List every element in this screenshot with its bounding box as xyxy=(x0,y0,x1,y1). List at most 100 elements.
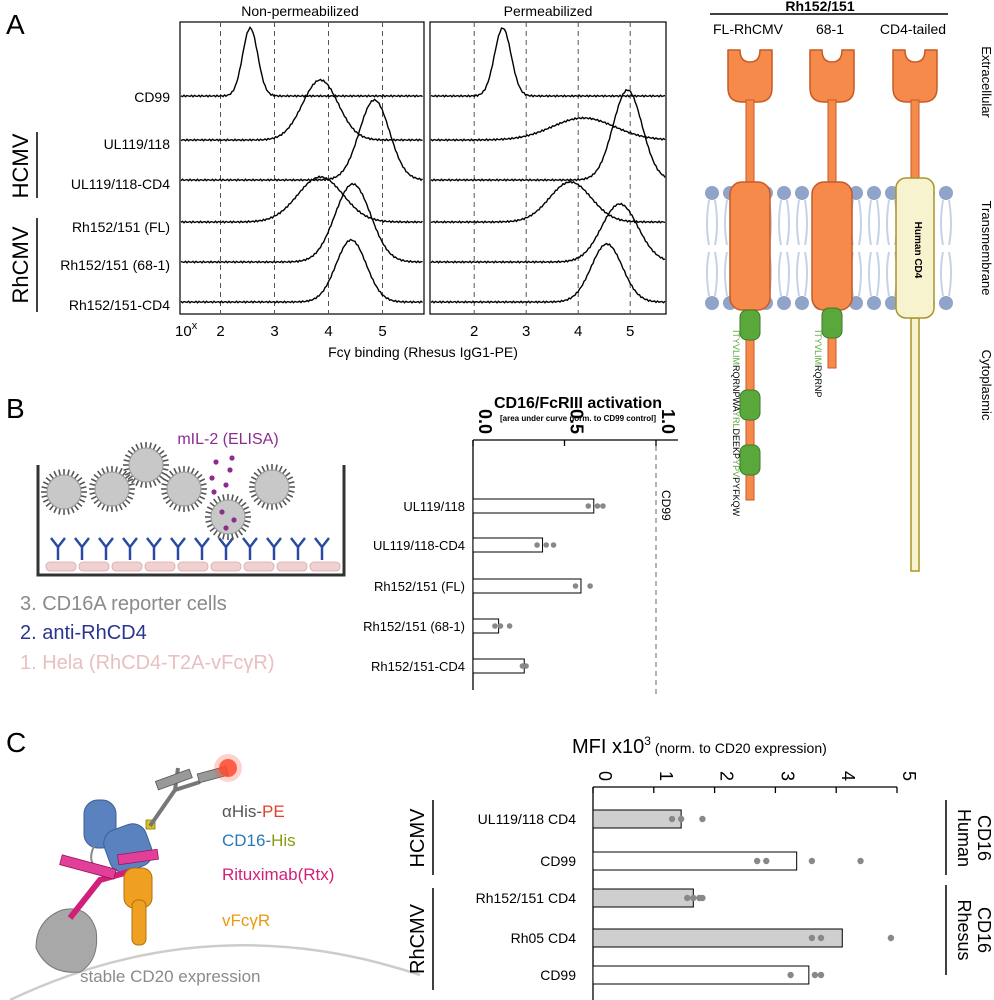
lipid-tail-top xyxy=(868,199,880,246)
chart-b-category: Rh152/151 (68-1) xyxy=(363,619,465,634)
lipid-head-bottom xyxy=(777,296,791,310)
cell-spike xyxy=(76,501,83,507)
cell-spike xyxy=(123,459,130,462)
group-label-hcmv-c: HCMV xyxy=(407,808,429,868)
legend-b-antibody: 2. anti-RhCD4 xyxy=(20,622,147,644)
cell-spike xyxy=(200,483,207,486)
cell-spike xyxy=(118,467,123,475)
x-tick-nonperm-2: 2 xyxy=(216,323,224,340)
chart-c-point xyxy=(887,934,895,942)
cell-spike xyxy=(162,459,169,462)
chart-b-point xyxy=(506,623,513,629)
cell-spike xyxy=(217,495,222,503)
cell-spike xyxy=(190,467,195,475)
cell-spike xyxy=(49,473,55,480)
chart-b-bar xyxy=(472,537,544,553)
chart-c-tick-label-2: 2 xyxy=(717,771,737,781)
cell-spike xyxy=(261,501,266,509)
histogram-curve-n-5 xyxy=(180,238,423,304)
histogram-curve-p-3 xyxy=(430,180,666,224)
motif-box xyxy=(821,307,843,339)
cell-spike xyxy=(284,472,291,478)
row-labels: CD99 UL119/118 UL119/118-CD4 Rh152/151 (… xyxy=(60,89,170,313)
cell-spike xyxy=(266,503,269,510)
rtx-heavy-chain xyxy=(67,867,136,920)
chart-c-point xyxy=(668,815,676,823)
cell-spike xyxy=(169,470,175,477)
chart-c-bar xyxy=(592,851,798,871)
cell-spike xyxy=(49,504,55,511)
cell-spike xyxy=(249,481,256,484)
chart-c-title: MFI x103 (norm. to CD20 expression) xyxy=(572,734,827,758)
chart-c-point xyxy=(753,857,761,865)
legend-c-ahis: αHis-PE xyxy=(222,802,285,821)
cell-spike xyxy=(149,481,152,488)
chart-c-point xyxy=(857,857,864,865)
protein-stalk xyxy=(745,99,755,186)
x-tick-nonperm-4: 4 xyxy=(324,323,332,340)
protein-head xyxy=(727,49,773,103)
chart-b-point xyxy=(492,623,498,629)
antibody-glyph xyxy=(74,537,90,560)
cell-spike xyxy=(131,446,137,453)
cell-spike xyxy=(121,501,127,508)
cell-spike xyxy=(266,464,269,471)
cell-spike xyxy=(257,499,263,506)
cell-spike xyxy=(101,503,106,511)
pe-glow xyxy=(214,754,242,782)
cell-spike xyxy=(178,505,181,512)
panel-label-a: A xyxy=(6,9,25,40)
chart-c-point xyxy=(808,857,816,865)
legend-b-hela: 1. Hela (RhCD4-T2A-vFcγR) xyxy=(20,652,274,674)
cell-spike xyxy=(131,477,137,484)
chart-b-subtitle: [area under curve norm. to CD99 control] xyxy=(500,414,656,423)
cell-spike xyxy=(135,443,140,451)
cell-spike xyxy=(242,506,250,511)
row-label-rh152-cd4: Rh152/151-CD4 xyxy=(69,297,170,313)
chart-c-category: Rh05 CD4 xyxy=(511,930,577,946)
cell-spike xyxy=(244,511,251,514)
histogram-curve-p-4 xyxy=(430,202,666,264)
cell-spike xyxy=(206,523,214,528)
cell-spike xyxy=(73,473,79,480)
il2-dot xyxy=(223,525,229,531)
chart-b-point xyxy=(594,503,601,509)
cell-spike xyxy=(97,501,103,508)
hela-cell xyxy=(210,561,242,572)
chart-b-reference-label: CD99 xyxy=(659,490,673,521)
chart-c-point xyxy=(817,934,825,942)
row-label-cd99: CD99 xyxy=(134,89,170,105)
chart-c-point xyxy=(817,971,825,979)
hela-cell xyxy=(78,561,110,572)
cell-spike xyxy=(278,465,283,473)
il2-dot xyxy=(227,467,233,473)
hela-cell xyxy=(144,561,176,572)
cell-spike xyxy=(237,529,243,536)
cell-spike xyxy=(278,501,283,509)
row-label-ul119: UL119/118 xyxy=(104,136,171,152)
cell-spike xyxy=(42,498,50,503)
chart-c-category: CD99 xyxy=(540,967,576,983)
cell-spike xyxy=(90,495,98,500)
chart-b-title: CD16/FcRIII activation xyxy=(494,395,662,412)
right-group-rhesus-1: Rhesus xyxy=(954,899,974,960)
reporter-cell xyxy=(128,447,164,483)
cell-spike xyxy=(205,511,212,514)
cell-spike xyxy=(198,495,206,500)
cd4-tm xyxy=(895,177,935,319)
cell-spike xyxy=(127,450,134,456)
cell-spike xyxy=(115,466,118,473)
cell-spike xyxy=(161,483,168,486)
protein-schematic: Rh152/151 FL-RhCMV 68-1 CD4-tailed Extra… xyxy=(705,0,994,572)
chart-b-point xyxy=(585,503,592,509)
chart-cd16-activation: CD16/FcRIII activation [area under curve… xyxy=(363,395,678,695)
chart-b-point xyxy=(572,583,579,589)
antibody-glyph xyxy=(314,537,330,560)
lipid-tail-bottom xyxy=(868,251,880,297)
cell-spike xyxy=(281,499,287,506)
cell-spike xyxy=(101,467,106,475)
cell-spike xyxy=(209,526,216,532)
histogram-curve-p-5 xyxy=(430,242,666,304)
chart-c-point xyxy=(677,815,685,823)
chart-c-tick-label-5: 5 xyxy=(899,771,919,781)
